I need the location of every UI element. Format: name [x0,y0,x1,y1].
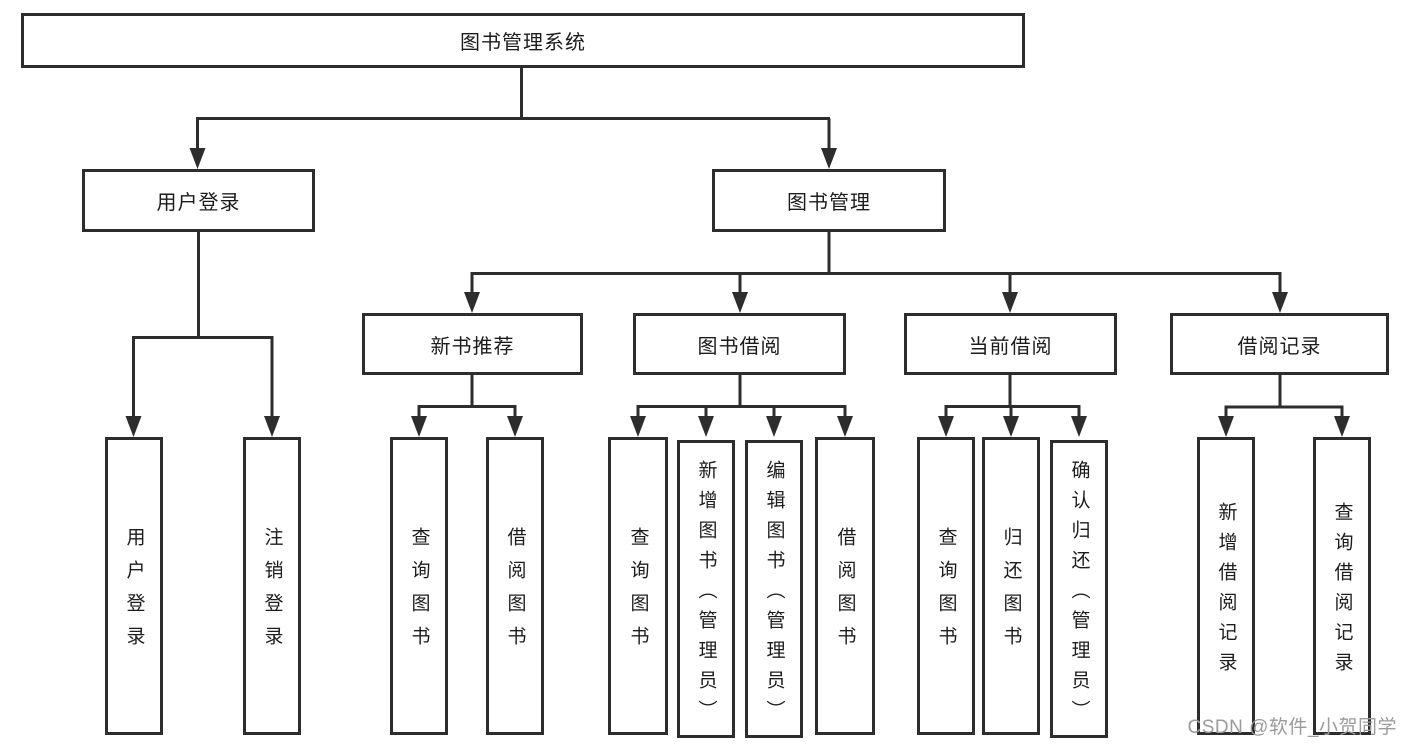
node-current-borrow: 当前借阅 [904,313,1117,375]
leaf-current-return-books: 归还图书 [982,437,1040,735]
leaf-recommend-query-books-label: 查询图书 [408,527,430,659]
leaf-current-confirm-return-admin: 确认归还（管理员） [1050,440,1108,738]
leaf-recommend-borrow-books: 借阅图书 [486,437,544,735]
csdn-watermark: CSDN @软件_小贺同学 [1187,717,1397,738]
connector-arrowheads [125,148,1350,437]
leaf-borrow-query-books-label: 查询图书 [627,527,649,659]
leaf-logout-login: 注销登录 [243,437,301,735]
node-new-book-recommend-label: 新书推荐 [430,335,515,358]
node-book-borrow-label: 图书借阅 [697,335,782,358]
leaf-logout-login-label: 注销登录 [261,527,283,659]
leaf-borrow-borrow-books: 借阅图书 [815,437,875,735]
leaf-record-query-borrow-record: 查询借阅记录 [1313,437,1371,735]
node-book-borrow: 图书借阅 [633,313,846,375]
leaf-record-query-borrow-record-label: 查询借阅记录 [1331,501,1353,682]
leaf-recommend-borrow-books-label: 借阅图书 [504,527,526,659]
leaf-borrow-add-books-admin-label: 新增图书（管理员） [695,459,717,730]
node-root-label: 图书管理系统 [460,32,586,54]
leaf-borrow-add-books-admin: 新增图书（管理员） [677,440,735,738]
leaf-current-return-books-label: 归还图书 [1000,527,1022,659]
leaf-record-add-borrow-record: 新增借阅记录 [1197,437,1255,735]
leaf-record-add-borrow-record-label: 新增借阅记录 [1215,501,1237,682]
leaf-user-login: 用户登录 [105,437,163,735]
node-user-login: 用户登录 [82,169,315,232]
node-root: 图书管理系统 [21,13,1025,68]
leaf-borrow-edit-books-admin: 编辑图书（管理员） [745,440,803,738]
node-book-management: 图书管理 [712,169,946,232]
leaf-borrow-query-books: 查询图书 [608,437,668,735]
leaf-current-query-books: 查询图书 [917,437,975,735]
node-current-borrow-label: 当前借阅 [968,335,1053,358]
leaf-user-login-label: 用户登录 [123,527,145,659]
leaf-borrow-borrow-books-label: 借阅图书 [834,527,856,659]
node-new-book-recommend: 新书推荐 [362,313,583,375]
connector-lines [132,68,1344,420]
node-user-login-label: 用户登录 [156,192,241,214]
node-book-management-label: 图书管理 [787,192,871,214]
node-borrow-record: 借阅记录 [1170,313,1389,375]
leaf-recommend-query-books: 查询图书 [390,437,448,735]
leaf-current-confirm-return-admin-label: 确认归还（管理员） [1068,459,1090,730]
leaf-current-query-books-label: 查询图书 [935,527,957,659]
node-borrow-record-label: 借阅记录 [1237,335,1322,358]
leaf-borrow-edit-books-admin-label: 编辑图书（管理员） [763,459,785,730]
